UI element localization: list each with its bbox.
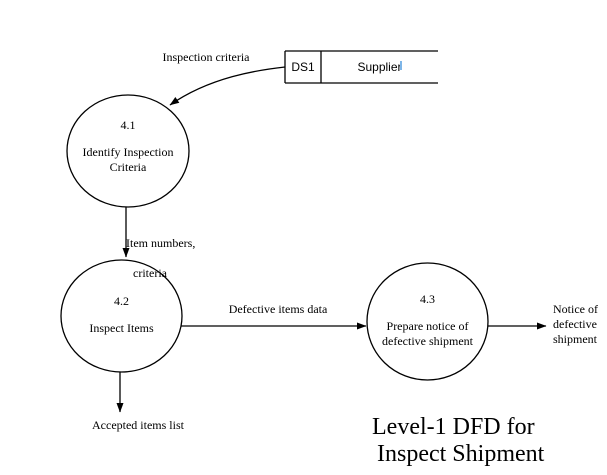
label-inspection-criteria: Inspection criteria [162, 50, 250, 64]
datastore-name: Supplier [357, 60, 402, 74]
process-4-3-number: 4.3 [420, 292, 435, 306]
process-4-2-label: Inspect Items [89, 321, 154, 335]
diagram-title-line2: Inspect Shipment [377, 441, 545, 467]
flow-inspection-criteria-arrow [169, 66, 286, 106]
process-circle-4-3 [366, 262, 489, 381]
datastore-id: DS1 [291, 60, 315, 74]
process-circle-4-2 [60, 259, 183, 373]
label-notice-of-defective-shipment: Notice of defective shipment [553, 302, 598, 346]
label-item-numbers: Item numbers, criteria [126, 221, 216, 296]
process-4-2-number: 4.2 [114, 294, 129, 308]
diagram-title-line1: Level-1 DFD for [372, 414, 535, 440]
label-item-numbers-line1: Item numbers, [126, 236, 196, 250]
process-circle-4-1 [66, 94, 190, 208]
text-cursor-artifact [400, 61, 402, 70]
process-4-1-label: Identify Inspection Criteria [82, 145, 174, 174]
process-4-1-number: 4.1 [120, 118, 136, 132]
label-item-numbers-line2: criteria [133, 266, 167, 280]
process-4-3-label: Prepare notice of defective shipment [382, 319, 473, 348]
label-accepted-items-list: Accepted items list [92, 418, 184, 432]
label-defective-items-data: Defective items data [228, 302, 328, 316]
